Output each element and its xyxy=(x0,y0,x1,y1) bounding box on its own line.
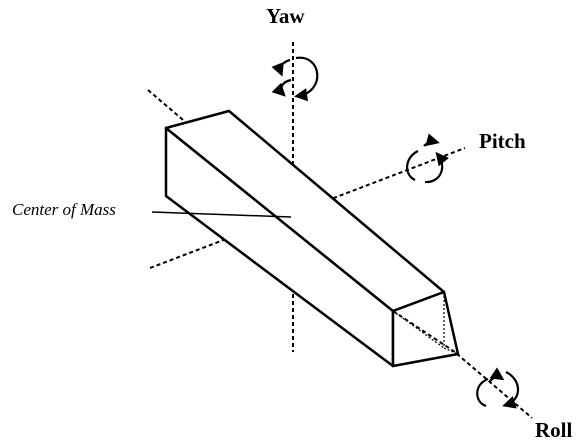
pitch-rotation-icon xyxy=(406,133,449,184)
pitch-label: Pitch xyxy=(479,129,526,153)
roll-rotation-icon xyxy=(476,367,520,409)
hidden-edge xyxy=(392,310,445,349)
center-of-mass-label: Center of Mass xyxy=(12,200,116,219)
roll-label: Roll xyxy=(535,418,573,442)
center-of-mass-leader xyxy=(151,211,292,218)
roll-axis-through-end xyxy=(392,310,459,355)
yaw-rotation-icon xyxy=(271,56,319,102)
hidden-edge xyxy=(443,347,459,355)
beam-body xyxy=(164,109,460,368)
yaw-label: Yaw xyxy=(266,4,305,28)
